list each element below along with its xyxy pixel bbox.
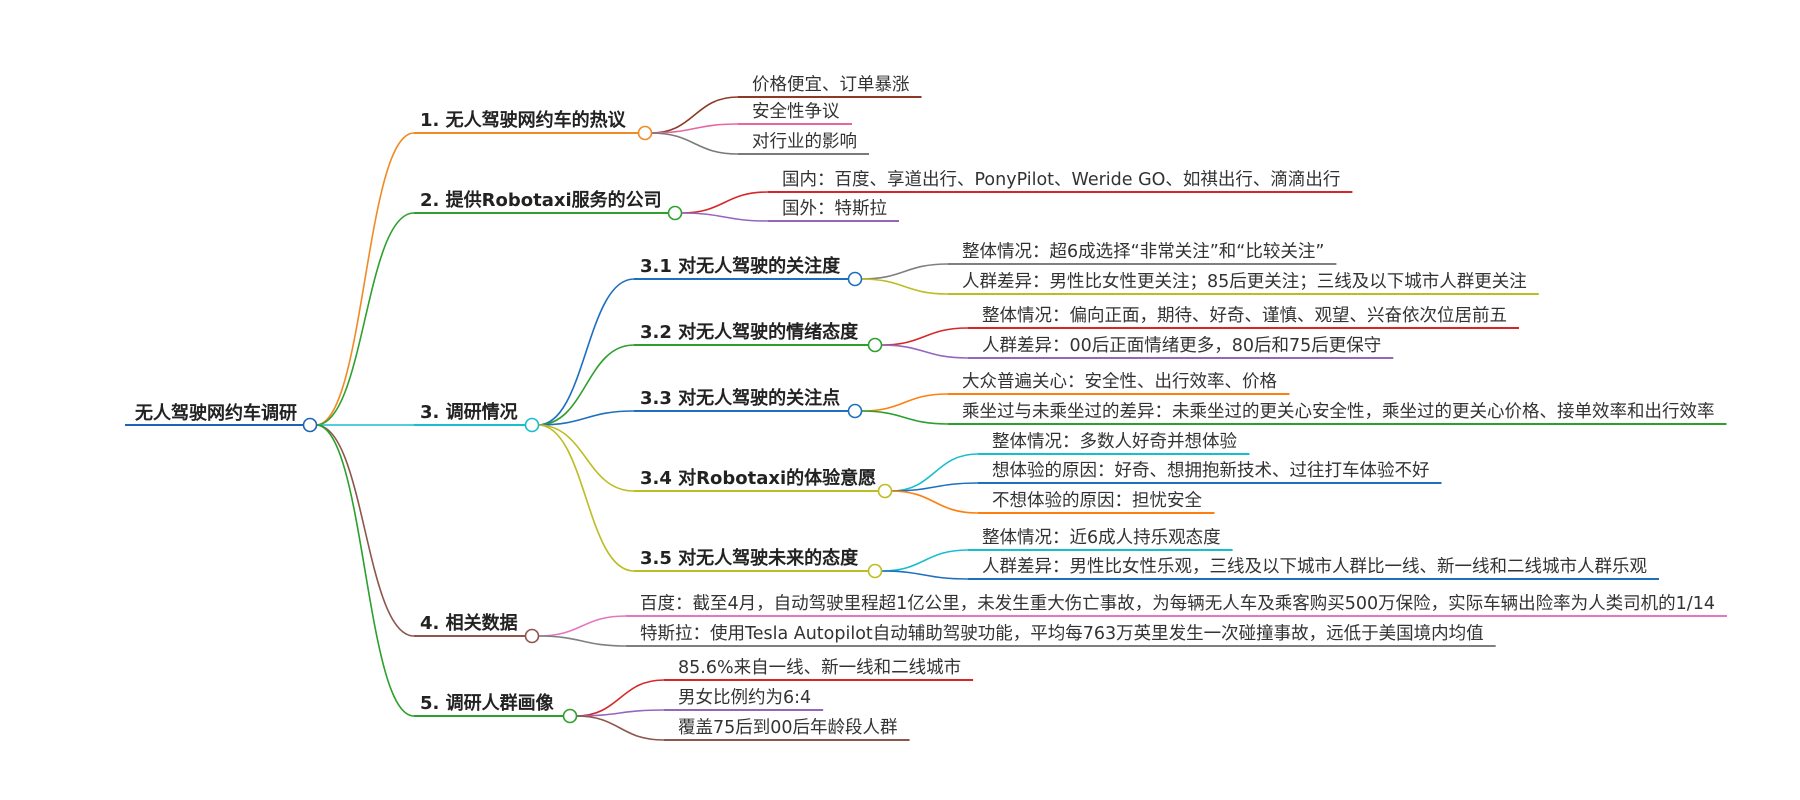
branch-1-collapse-toggle[interactable] [637,125,653,141]
branch-3-sub-5-leaf-0-label: 整体情况：近6成人持乐观态度 [982,528,1221,548]
branch-4-collapse-toggle[interactable] [524,628,540,644]
branch-3-label: 3. 调研情况 [420,402,518,423]
branch-5-leaf-0-connector [575,679,665,717]
branch-1-leaf-0-connector [650,96,739,134]
branch-3-sub-2-connector [537,344,635,426]
branch-5-leaf-1-label: 男女比例约为6:4 [678,688,811,708]
branch-5-connector [315,424,415,717]
branch-2-connector [315,212,415,426]
branch-3-sub-2-leaf-1-connector [880,344,969,359]
branch-1-leaf-2-label: 对行业的影响 [752,132,857,152]
branch-3-sub-4-leaf-1-connector [890,482,979,492]
branch-3-sub-5-collapse-toggle[interactable] [867,563,883,579]
branch-5-collapse-toggle[interactable] [562,708,578,724]
branch-2-leaf-1-label: 国外：特斯拉 [782,199,887,219]
branch-3-sub-3-leaf-1-connector [860,410,949,425]
branch-1-leaf-1-connector [650,123,739,134]
mindmap-edges [125,96,1727,741]
branch-5-leaf-2-connector [575,715,665,741]
branch-2-collapse-toggle[interactable] [667,205,683,221]
branch-3-sub-1-leaf-0-label: 整体情况：超6成选择“非常关注”和“比较关注” [962,242,1324,262]
root-node-label: 无人驾驶网约车调研 [135,402,297,424]
branch-3-sub-1-leaf-1-connector [860,278,949,295]
branch-3-sub-5-leaf-1-connector [880,570,969,580]
branch-4-leaf-1-connector [537,635,627,647]
branch-2-leaf-0-connector [680,191,769,214]
branch-3-sub-1-leaf-1-label: 人群差异：男性比女性更关注；85后更关注；三线及以下城市人群更关注 [962,272,1527,292]
branch-3-sub-4-connector [537,424,635,492]
branch-3-collapse-toggle[interactable] [524,417,540,433]
branch-3-sub-3-leaf-0-connector [860,393,949,412]
branch-5-label: 5. 调研人群画像 [420,692,555,714]
branch-1-leaf-0-label: 价格便宜、订单暴涨 [752,75,910,95]
branch-3-sub-1-connector [537,278,635,426]
branch-1-leaf-1-label: 安全性争议 [752,102,840,122]
branch-3-sub-4-leaf-0-connector [890,453,979,492]
branch-3-sub-4-leaf-1-label: 想体验的原因：好奇、想拥抱新技术、过往打车体验不好 [992,461,1430,481]
branch-1-leaf-2-connector [650,132,739,155]
branch-2-leaf-1-connector [680,212,769,222]
branch-3-sub-4-leaf-0-label: 整体情况：多数人好奇并想体验 [992,432,1237,452]
branch-5-leaf-0-label: 85.6%来自一线、新一线和二线城市 [678,658,961,678]
branch-3-sub-3-leaf-1-label: 乘坐过与未乘坐过的差异：未乘坐过的更关心安全性，乘坐过的更关心价格、接单效率和出… [962,402,1715,422]
branch-3-sub-4-collapse-toggle[interactable] [877,483,893,499]
branch-3-sub-5-label: 3.5 对无人驾驶未来的态度 [640,547,859,569]
branch-3-sub-2-leaf-0-connector [880,327,969,346]
mindmap-nodes: 无人驾驶网约车调研 1. 无人驾驶网约车的热议 价格便宜、订单暴涨安全性争议对行业的… [135,75,1715,738]
branch-3-sub-5-leaf-0-connector [880,549,969,572]
branch-3-sub-4-leaf-2-label: 不想体验的原因：担忧安全 [992,491,1202,511]
branch-4-label: 4. 相关数据 [420,612,518,634]
branch-3-sub-3-leaf-0-label: 大众普遍关心：安全性、出行效率、价格 [962,372,1277,392]
branch-3-sub-3-collapse-toggle[interactable] [847,403,863,419]
branch-3-sub-1-collapse-toggle[interactable] [847,271,863,287]
branch-3-sub-3-connector [537,410,635,426]
branch-5-leaf-1-connector [575,709,665,717]
branch-3-sub-5-connector [537,424,635,572]
branch-3-sub-5-leaf-1-label: 人群差异：男性比女性乐观，三线及以下城市人群比一线、新一线和二线城市人群乐观 [982,557,1647,577]
branch-3-sub-2-leaf-0-label: 整体情况：偏向正面，期待、好奇、谨慎、观望、兴奋依次位居前五 [982,306,1507,326]
branch-1-connector [315,132,415,426]
root-collapse-toggle[interactable] [302,417,318,433]
branch-3-sub-4-label: 3.4 对Robotaxi的体验意愿 [640,467,876,489]
branch-2-label: 2. 提供Robotaxi服务的公司 [420,189,662,211]
branch-3-sub-1-leaf-0-connector [860,263,949,280]
branch-3-sub-2-label: 3.2 对无人驾驶的情绪态度 [640,321,859,343]
branch-3-sub-2-collapse-toggle[interactable] [867,337,883,353]
branch-2-leaf-0-label: 国内：百度、享道出行、PonyPilot、Weride GO、如祺出行、滴滴出行 [782,170,1340,190]
branch-3-sub-1-label: 3.1 对无人驾驶的关注度 [640,255,841,277]
branch-5-leaf-2-label: 覆盖75后到00后年龄段人群 [678,718,898,738]
branch-4-leaf-0-label: 百度：截至4月，自动驾驶里程超1亿公里，未发生重大伤亡事故，为每辆无人车及乘客购… [640,594,1715,614]
branch-1-label: 1. 无人驾驶网约车的热议 [420,109,627,131]
branch-3-sub-4-leaf-2-connector [890,490,979,514]
branch-3-sub-2-leaf-1-label: 人群差异：00后正面情绪更多，80后和75后更保守 [982,336,1381,356]
branch-3-sub-3-label: 3.3 对无人驾驶的关注点 [640,387,840,409]
branch-4-connector [315,424,415,637]
branch-4-leaf-0-connector [537,615,627,637]
branch-4-leaf-1-label: 特斯拉：使用Tesla Autopilot自动辅助驾驶功能，平均每763万英里发… [640,623,1484,644]
